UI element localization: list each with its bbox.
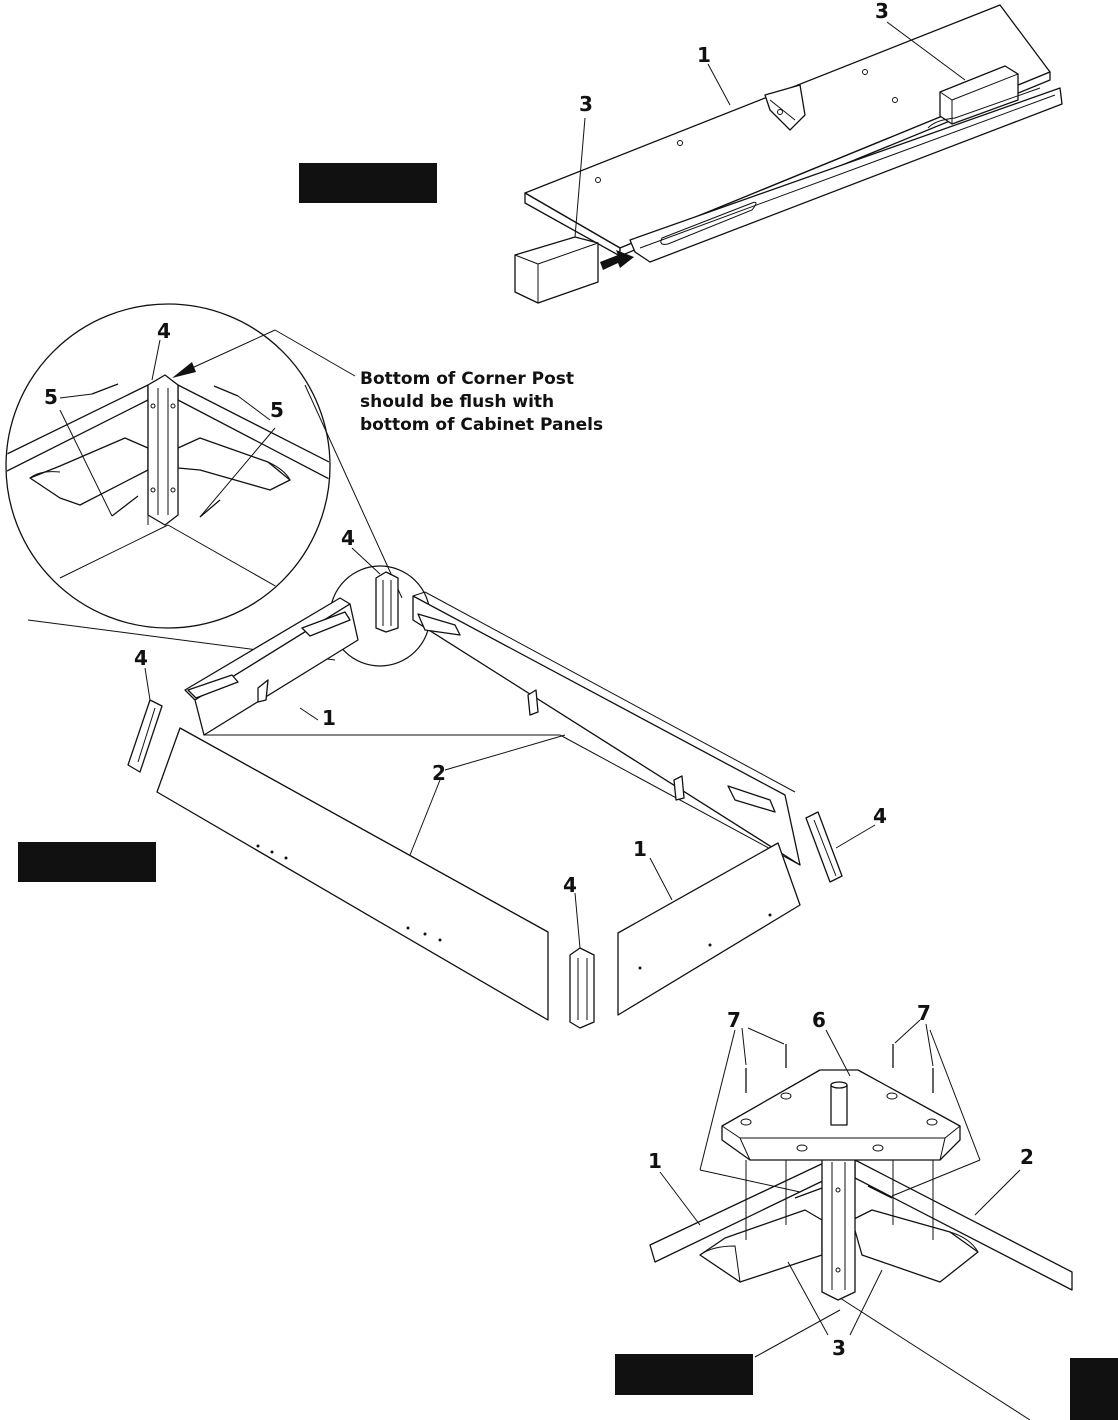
insert-arrow-icon (600, 250, 634, 270)
step-box-bottom (615, 1354, 753, 1395)
step-box-top (299, 163, 437, 203)
callout-1-mid: 1 (322, 706, 336, 730)
callout-1-mid-front: 1 (633, 837, 647, 861)
callout-3-top-left: 3 (579, 92, 593, 116)
top-panel-figure (514, 4, 1063, 304)
callout-2-mid: 2 (432, 761, 446, 785)
note-line-1: Bottom of Corner Post (360, 369, 574, 389)
callout-4-mid-right: 4 (873, 804, 887, 828)
callout-4-mid-front: 4 (563, 873, 577, 897)
note-line-2: should be flush with (360, 392, 554, 412)
callout-4-detail: 4 (157, 319, 171, 343)
callout-5-left: 5 (44, 385, 58, 409)
callout-7-left: 7 (727, 1008, 741, 1032)
callout-7-right: 7 (917, 1001, 931, 1025)
step-box-middle (18, 842, 156, 882)
detail-magnifier (5, 303, 403, 661)
callout-3-bottom: 3 (832, 1336, 846, 1360)
callout-5-right: 5 (270, 398, 284, 422)
note-line-3: bottom of Cabinet Panels (360, 415, 603, 435)
callout-3-top-right: 3 (875, 0, 889, 23)
corner-block-figure (649, 1019, 1073, 1420)
callout-4-mid-top: 4 (341, 526, 355, 550)
cabinet-frame-figure (127, 547, 876, 1029)
page-number-box (1070, 1358, 1118, 1420)
callout-1-top: 1 (697, 43, 711, 67)
callout-4-mid-left: 4 (134, 646, 148, 670)
flush-arrow-icon (172, 362, 196, 378)
callout-2-bottom: 2 (1020, 1145, 1034, 1169)
callout-1-bottom: 1 (648, 1149, 662, 1173)
callout-6: 6 (812, 1008, 826, 1032)
